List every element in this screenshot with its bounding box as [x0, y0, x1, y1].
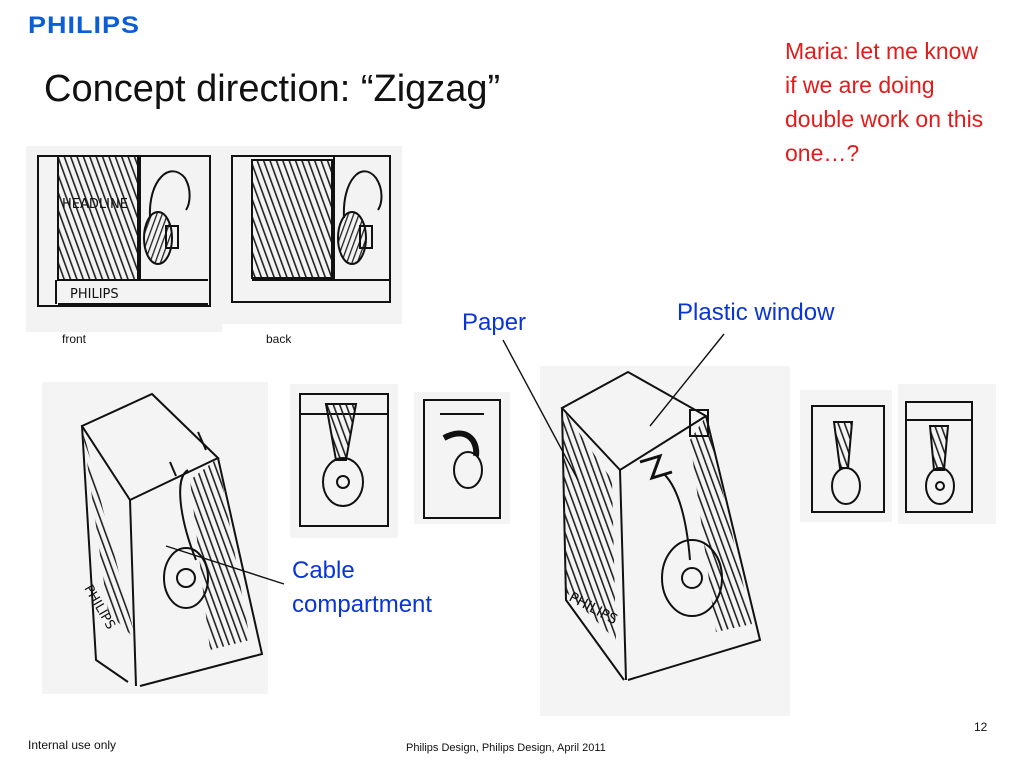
front-sketch — [26, 146, 222, 332]
callout-cable-compartment: Cable compartment — [292, 554, 432, 622]
panel-sketch-3 — [800, 390, 892, 522]
front-brand-handwritten: PHILIPS — [70, 287, 119, 302]
panel-sketch-2 — [414, 392, 510, 524]
callout-leaders — [165, 333, 725, 585]
page-number: 12 — [974, 720, 988, 734]
front-caption: front — [62, 332, 87, 346]
callout-paper: Paper — [462, 309, 527, 336]
box-sketch-left — [42, 382, 268, 694]
footer-credit: Philips Design, Philips Design, April 20… — [406, 742, 606, 754]
review-note: Maria: let me know if we are doing doubl… — [785, 38, 984, 166]
box-sketch-right — [540, 366, 790, 716]
panel-sketch-1 — [290, 384, 398, 538]
callout-plastic-window: Plastic window — [677, 299, 835, 326]
back-caption: back — [266, 332, 292, 346]
back-sketch — [222, 146, 402, 324]
philips-logo: PHILIPS — [28, 11, 141, 39]
front-heading-handwritten: HEADLINE — [62, 197, 128, 212]
slide-title: Concept direction: “Zigzag” — [44, 68, 501, 110]
callout-cable-line1: Cable — [292, 557, 355, 584]
callout-cable-line2: compartment — [292, 591, 433, 618]
panel-sketch-4 — [898, 384, 996, 524]
footer-internal: Internal use only — [28, 738, 117, 752]
